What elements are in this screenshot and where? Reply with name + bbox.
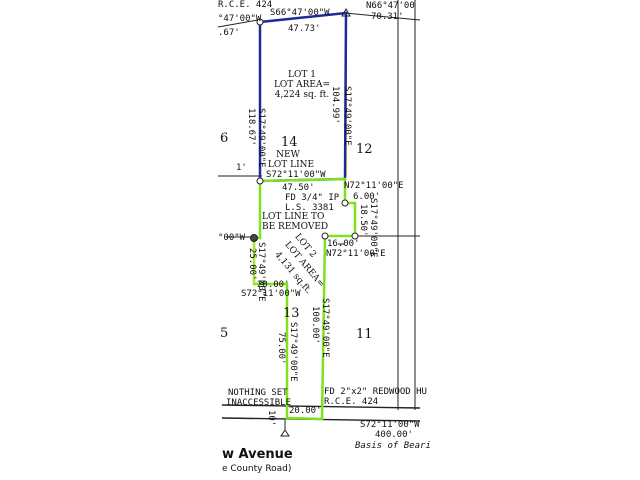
top-right-dist: 70.31': [371, 12, 404, 22]
lot-2-east-bearing: S17°49'00"E: [320, 298, 330, 358]
top-rce: R.C.E. 424: [218, 0, 273, 10]
lot-2-mid-dist: 16.00': [327, 239, 360, 249]
lot-1-area-label: LOT AREA=: [273, 80, 331, 90]
lot-number-12: 12: [356, 142, 373, 157]
county-road-label: e County Road): [222, 464, 292, 474]
nothing-set-label-2: INACCESSIBLE: [226, 398, 292, 408]
lot-2-ne-dist: 6.00': [353, 192, 381, 202]
top-left-dist: .67': [218, 28, 240, 38]
fd-ip-label-2: L.S. 3381: [285, 203, 334, 213]
fd-redwood-label-1: FD 2"x2" REDWOOD HU: [324, 387, 427, 397]
lot-2-south-dist: 20.00': [289, 406, 322, 416]
lot-2-mid-bearing: N72°11'00"E: [326, 249, 386, 259]
new-lot-line-offset: 1': [236, 163, 247, 173]
lot-number-13: 13: [283, 306, 300, 321]
new-lot-line-dist: 47.50': [282, 183, 315, 193]
lot-1-west-bearing: S17°49'00"E: [256, 108, 266, 168]
corner-triangle-ne: [341, 7, 351, 17]
nothing-set-label-1: NOTHING SET: [228, 388, 288, 398]
lot-2-east-dist: 100.00': [310, 306, 320, 344]
lot-line-remove-label-1: LOT LINE TO: [262, 212, 325, 222]
top-right-boundary: [344, 12, 421, 21]
fd-ip-label-1: FD 3/4" IP: [285, 193, 340, 203]
top-right-bearing: N66°47'00: [366, 1, 415, 11]
lot-number-14: 14: [281, 135, 298, 150]
corner-triangle-s: [280, 429, 290, 437]
corner-monument-e: [351, 232, 359, 240]
lot-1-area-value: 4,224 sq. ft.: [274, 90, 330, 100]
corner-monument-lot-line: [250, 234, 258, 242]
corner-monument-w: [256, 177, 264, 185]
avenue-name: w Avenue: [222, 447, 293, 462]
lot-1-title: LOT 1: [288, 70, 316, 80]
road-dist: 400.00': [375, 430, 413, 440]
lot-number-6: 6: [220, 131, 229, 146]
new-lot-line-label-2: LOT LINE: [267, 160, 315, 170]
lot-1-west-dist: 118.67': [246, 108, 256, 146]
fd-redwood-label-2: R.C.E. 424: [324, 397, 379, 407]
top-bearing: S66°47'00"W: [270, 8, 330, 18]
lot-2-step-dist: 20.00': [257, 280, 290, 290]
new-lot-line-label-1: NEW: [276, 150, 300, 160]
lot-2-ne-bearing: N72°11'00"E: [344, 181, 404, 191]
lot-2-stem-dist: 75.00': [276, 332, 286, 365]
basis-of-bearings: Basis of Beari: [355, 441, 431, 451]
left-edge-bearing: °00"W: [218, 233, 246, 243]
top-left-boundary: [217, 19, 259, 28]
lot-2-stem-bearing: S17°49'00"E: [288, 322, 298, 382]
lot-number-11: 11: [356, 327, 373, 342]
lot-number-5: 5: [220, 326, 229, 341]
lot-1-east-dist: 104.99': [330, 86, 340, 124]
lot-line-remove-label-2: BE REMOVED: [262, 222, 329, 232]
corner-monument-ip: [341, 199, 349, 207]
lot-1-east-bearing: S17°49'00"E: [342, 86, 352, 146]
corner-monument-nw: [256, 18, 264, 26]
corner-monument-mid: [321, 232, 329, 240]
lot-2-jog-dist: 18.50': [358, 204, 368, 237]
top-dist: 47.73': [288, 24, 321, 34]
top-left-bearing: °47'00"W: [218, 14, 262, 24]
lot-2-west-dist: 25.00': [247, 248, 257, 281]
lot-2-step-bearing: S72°11'00"W: [241, 289, 301, 299]
new-lot-line-bearing: S72°11'00"W: [266, 170, 326, 180]
setback-dist: 10': [266, 410, 276, 427]
road-bearing: S72°11'00"W: [360, 420, 420, 430]
